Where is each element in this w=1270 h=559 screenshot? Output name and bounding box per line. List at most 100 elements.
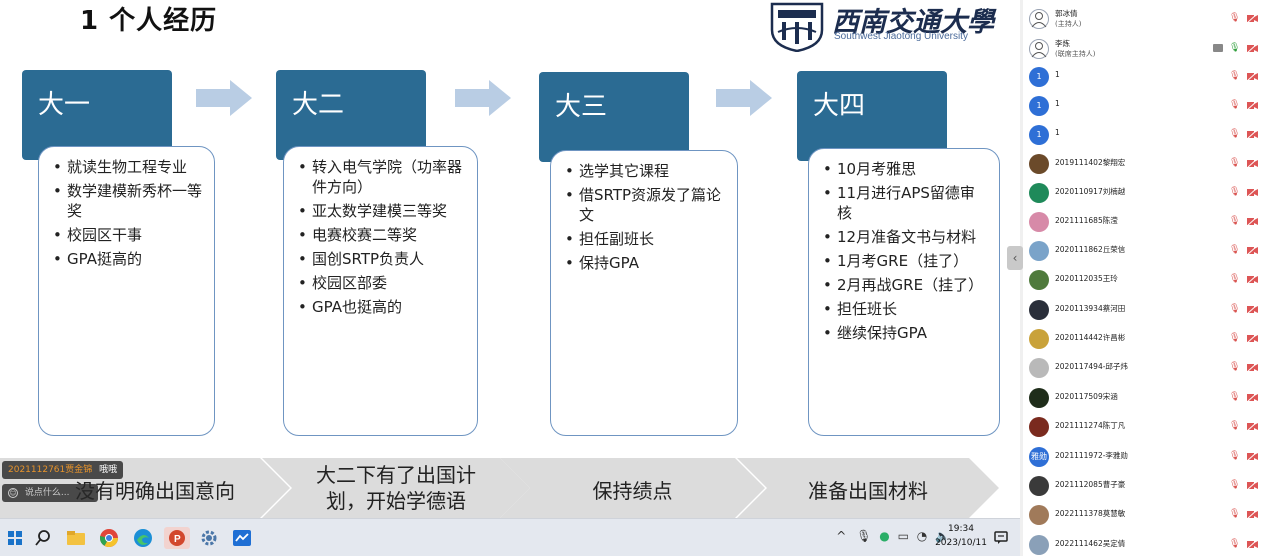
avatar <box>1029 241 1049 261</box>
camera-off-icon[interactable] <box>1246 451 1258 462</box>
participant-role: (主持人) <box>1055 20 1082 28</box>
participant-row[interactable]: 2020113934蔡河田🎙 <box>1023 295 1270 324</box>
participant-name: 2020117509宋涵 <box>1055 392 1118 401</box>
clock-date: 2023/10/11 <box>935 538 987 548</box>
participant-name: 2019111402黎翔宏 <box>1055 158 1126 167</box>
microphone-muted-icon[interactable]: 🎙 <box>1229 71 1241 81</box>
camera-off-icon[interactable] <box>1246 304 1258 315</box>
participant-row[interactable]: 李炼(联席主持人)🎙 <box>1023 34 1270 63</box>
microphone-muted-icon[interactable]: 🎙 <box>1229 100 1241 110</box>
logo-chinese-name: 西南交通大學 <box>832 7 994 38</box>
microphone-muted-icon[interactable]: 🎙 <box>1229 539 1241 549</box>
participant-row[interactable]: 2020114442许昌彬🎙 <box>1023 324 1270 353</box>
wechat-icon[interactable]: ● <box>879 529 890 543</box>
avatar <box>1029 535 1049 555</box>
camera-off-icon[interactable] <box>1246 43 1258 54</box>
university-logo: 西南交通大學 Southwest Jiaotong University <box>768 0 998 52</box>
participant-row[interactable]: 2020112035王玲🎙 <box>1023 265 1270 294</box>
participant-row[interactable]: 2022111462吴定倩🎙 <box>1023 530 1270 559</box>
participant-row[interactable]: 2021111274陈丁凡🎙 <box>1023 412 1270 441</box>
microphone-muted-icon[interactable]: 🎙 <box>1229 13 1241 23</box>
participant-row[interactable]: 郭冰倩(主持人)🎙 <box>1023 4 1270 33</box>
microphone-muted-icon[interactable]: 🎙 <box>1229 158 1241 168</box>
microphone-muted-icon[interactable]: 🎙 <box>1229 362 1241 372</box>
list-item: GPA也挺高的 <box>298 297 465 317</box>
camera-off-icon[interactable] <box>1246 480 1258 491</box>
microphone-muted-icon[interactable]: 🎙 <box>1229 480 1241 490</box>
collapse-panel-button[interactable]: ‹ <box>1007 246 1023 270</box>
participant-row[interactable]: 2020111862丘荣信🎙 <box>1023 236 1270 265</box>
camera-off-icon[interactable] <box>1246 129 1258 140</box>
avatar <box>1029 212 1049 232</box>
camera-off-icon[interactable] <box>1246 71 1258 82</box>
participant-name: 2020117494-邱子炜 <box>1055 362 1128 371</box>
camera-off-icon[interactable] <box>1246 274 1258 285</box>
microphone-muted-icon[interactable]: 🎙 <box>1229 129 1241 139</box>
microphone-muted-icon[interactable]: 🎙 <box>1229 216 1241 226</box>
list-item: 2月再战GRE（挂了） <box>823 275 987 295</box>
settings-app-icon[interactable] <box>198 527 220 549</box>
camera-off-icon[interactable] <box>1246 362 1258 373</box>
volume-icon[interactable]: 🔈 <box>935 529 950 543</box>
camera-off-icon[interactable] <box>1246 100 1258 111</box>
microphone-muted-icon[interactable]: 🎙 <box>1229 509 1241 519</box>
edge-icon[interactable] <box>132 527 154 549</box>
camera-off-icon[interactable] <box>1246 158 1258 169</box>
participant-name: 2021111972-李雅勋 <box>1055 451 1128 460</box>
powerpoint-icon[interactable]: P <box>164 527 190 549</box>
chrome-icon[interactable] <box>98 527 120 549</box>
microphone-muted-icon[interactable]: 🎙 <box>1229 392 1241 402</box>
chat-input[interactable]: ☺ 说点什么... <box>2 484 98 502</box>
notification-icon[interactable] <box>990 527 1012 549</box>
microphone-on-icon[interactable]: 🎙 <box>1229 43 1241 53</box>
microphone-muted-icon[interactable]: 🎙 <box>1229 421 1241 431</box>
camera-off-icon[interactable] <box>1246 333 1258 344</box>
participant-row[interactable]: 2020117494-邱子炜 🎙 <box>1023 353 1270 382</box>
screen-share-icon[interactable] <box>1213 44 1223 52</box>
wifi-icon[interactable]: ◔ <box>916 529 928 543</box>
meeting-app-icon[interactable] <box>231 527 253 549</box>
year-header-1: 大一 <box>22 70 172 160</box>
participant-row[interactable]: 2022111378莫慧敏🎙 <box>1023 500 1270 529</box>
search-icon[interactable] <box>32 527 54 549</box>
chat-text: 哦哦 <box>99 465 118 475</box>
participant-row[interactable]: 2019111402黎翔宏 🎙 <box>1023 149 1270 178</box>
list-item: 10月考雅思 <box>823 159 987 179</box>
windows-start-icon[interactable] <box>4 527 26 549</box>
clock[interactable]: 19:34 2023/10/11 <box>932 522 990 550</box>
participant-row[interactable]: 2020117509宋涵 🎙 <box>1023 383 1270 412</box>
microphone-muted-icon[interactable]: 🎙 <box>1229 187 1241 197</box>
file-explorer-icon[interactable] <box>65 527 87 549</box>
camera-off-icon[interactable] <box>1246 509 1258 520</box>
emoji-icon[interactable]: ☺ <box>8 488 18 498</box>
avatar <box>1029 300 1049 320</box>
participant-row[interactable]: 2020110917刘楠越🎙 <box>1023 178 1270 207</box>
microphone-icon[interactable]: 🎙 <box>856 529 872 543</box>
camera-off-icon[interactable] <box>1246 392 1258 403</box>
camera-off-icon[interactable] <box>1246 245 1258 256</box>
microphone-muted-icon[interactable]: 🎙 <box>1229 451 1241 461</box>
participant-role: (联席主持人) <box>1055 50 1096 58</box>
microphone-muted-icon[interactable]: 🎙 <box>1229 304 1241 314</box>
chat-message-notice[interactable]: 2021112761贾金锦 哦哦 <box>2 461 124 479</box>
participant-row[interactable]: 2021112085曹子豪 🎙 <box>1023 471 1270 500</box>
battery-icon[interactable]: ▭ <box>897 529 909 543</box>
participant-row[interactable]: 2021111685陈滢🎙 <box>1023 207 1270 236</box>
timeline-step-2: 大二下有了出国计划，开始学德语 <box>262 458 530 518</box>
microphone-muted-icon[interactable]: 🎙 <box>1229 274 1241 284</box>
chat-sender: 2021112761贾金锦 <box>8 465 93 475</box>
camera-off-icon[interactable] <box>1246 13 1258 24</box>
camera-off-icon[interactable] <box>1246 539 1258 550</box>
chevron-up-icon[interactable]: ^ <box>836 529 847 543</box>
participant-name: 2021112085曹子豪 <box>1055 480 1126 489</box>
list-item: 校园区干事 <box>53 225 202 245</box>
camera-off-icon[interactable] <box>1246 187 1258 198</box>
microphone-muted-icon[interactable]: 🎙 <box>1229 333 1241 343</box>
microphone-muted-icon[interactable]: 🎙 <box>1229 245 1241 255</box>
camera-off-icon[interactable] <box>1246 216 1258 227</box>
camera-off-icon[interactable] <box>1246 421 1258 432</box>
